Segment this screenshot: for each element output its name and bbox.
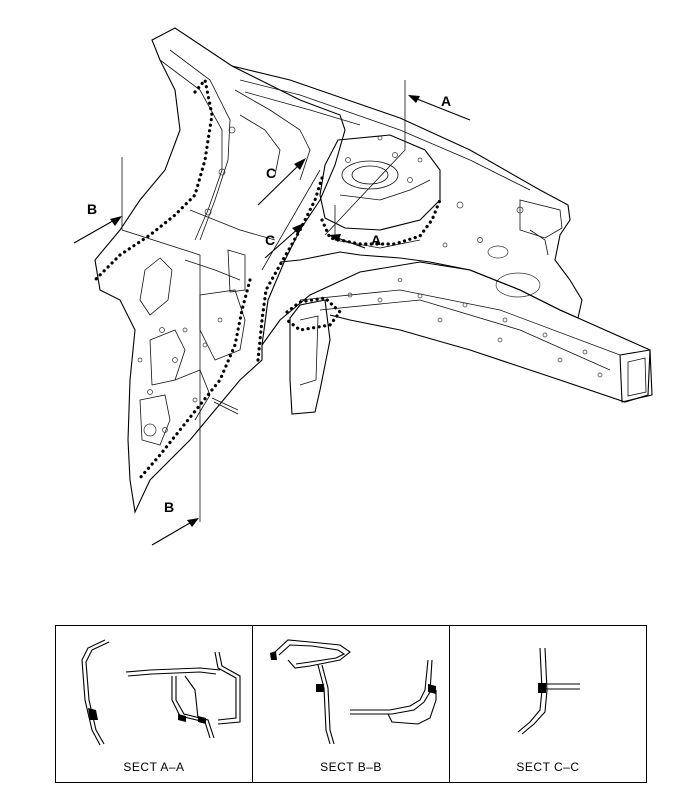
lower-bracket: [289, 299, 331, 415]
front-pillar-panel: [94, 27, 346, 514]
section-a-caption: SECT A–A: [123, 760, 185, 774]
label-b-bottom: B: [164, 499, 174, 515]
label-c-lower: C: [265, 232, 275, 248]
section-a-panel: SECT A–A: [55, 625, 253, 783]
section-c-caption: SECT C–C: [516, 760, 580, 774]
section-arrows: [73, 95, 471, 546]
weld-seams: [93, 76, 442, 480]
section-b-sketch: [270, 639, 437, 745]
section-cut-lines: [121, 80, 406, 522]
label-a-inner: A: [371, 232, 381, 248]
label-b-top: B: [87, 201, 97, 217]
section-a-sketch: [81, 639, 241, 746]
section-b-panel: SECT B–B: [252, 625, 450, 783]
section-b-caption: SECT B–B: [320, 760, 382, 774]
section-c-panel: SECT C–C: [449, 625, 647, 783]
label-a-top: A: [441, 93, 451, 109]
front-side-member: [261, 261, 653, 403]
label-c-upper: C: [266, 165, 276, 181]
section-c-sketch: [517, 647, 580, 735]
upper-cowl-rail: [231, 65, 583, 319]
